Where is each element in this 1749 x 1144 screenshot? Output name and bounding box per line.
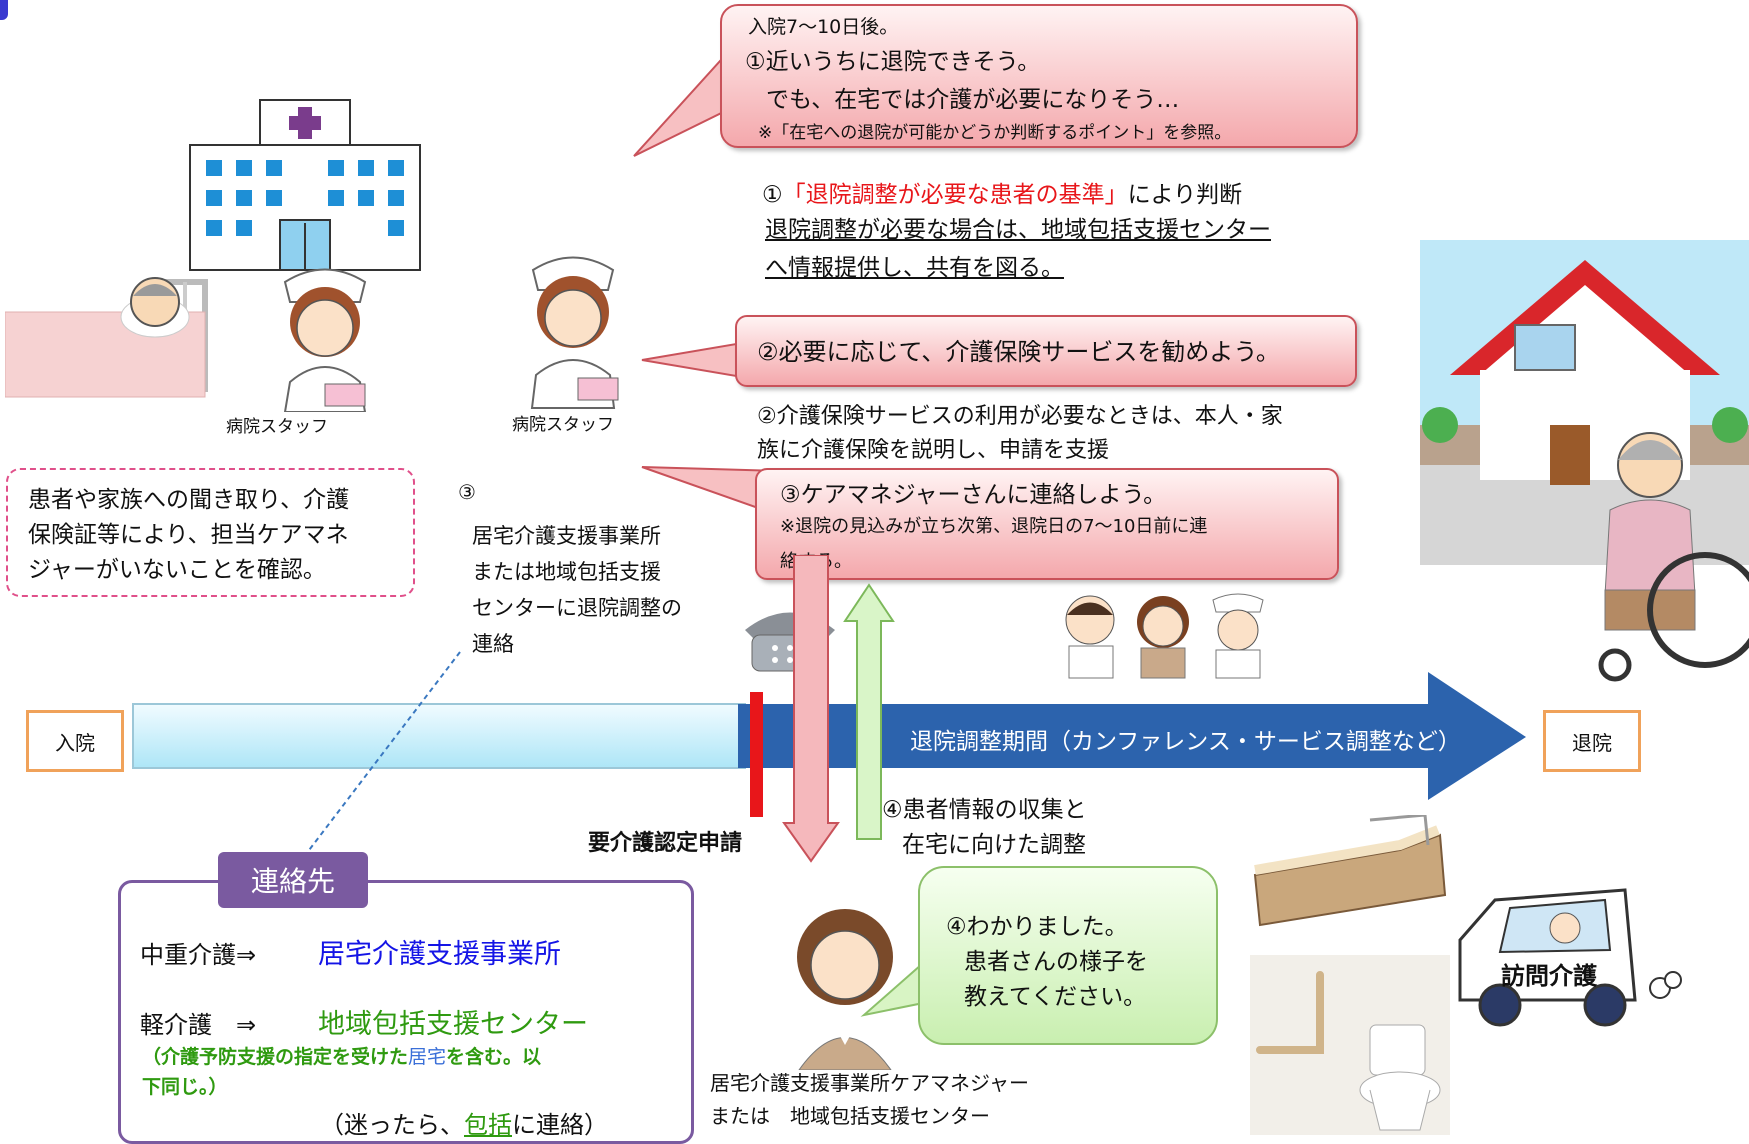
criteria-highlight: 「退院調整が必要な患者の基準」	[782, 182, 1128, 208]
contact-row1-value: 居宅介護支援事業所	[318, 939, 561, 970]
contact-title: 連絡先	[218, 852, 368, 908]
connector-line	[299, 651, 461, 863]
caremanager-label-line1: 居宅介護支援事業所ケアマネジャー	[710, 1071, 1029, 1095]
criteria-line1: ①「退院調整が必要な患者の基準」により判断	[762, 175, 1242, 209]
timeline-period-label: 退院調整期間（カンファレンス・サービス調整など）	[910, 729, 1461, 755]
check-line3: ジャーがいないことを確認。	[28, 557, 326, 583]
caremanager-label-line2: または 地域包括支援センター	[710, 1104, 990, 1128]
nurse-icon	[283, 268, 367, 412]
contact-row1-label: 中重介護⇒	[140, 941, 257, 969]
staff-label-left: 病院スタッフ	[226, 417, 328, 437]
bubble4-line1: ④わかりました。	[946, 914, 1128, 940]
contact-note-line2: 下同じ。）	[142, 1076, 228, 1098]
step3-line2: または地域包括支援	[472, 560, 661, 584]
house-icon	[1420, 240, 1749, 565]
contact-footer-a: （迷ったら、	[320, 1111, 464, 1139]
application-label: 要介護認定申請	[588, 831, 743, 856]
step3-line1: 居宅介護支援事業所	[472, 524, 661, 548]
caremanager-icon	[797, 909, 893, 1070]
bubble3-note-line1: ※退院の見込みが立ち次第、退院日の7～10日前に連	[780, 516, 1208, 537]
criteria-line3: へ情報提供し、共有を図る。	[765, 255, 1064, 281]
criteria-line2: 退院調整が必要な場合は、地域包括支援センター	[765, 217, 1271, 243]
step4-line1: ④患者情報の収集と	[882, 797, 1087, 823]
patient-in-bed-icon	[5, 277, 208, 398]
application-marker	[750, 692, 763, 817]
bubble2-text: ②必要に応じて、介護保険サービスを勧めよう。	[757, 338, 1280, 366]
contact-note-c: を含む。以	[446, 1046, 542, 1068]
bubble-admission-note	[720, 4, 1358, 148]
bubble-caremanager-reply	[918, 866, 1218, 1045]
toilet-handrail-icon	[1250, 955, 1450, 1135]
bubble1-line3: でも、在宅では介護が必要になりそう…	[766, 87, 1180, 113]
contact-footer-b: 包括	[464, 1111, 512, 1139]
bubble1-line2: ①近いうちに退院できそう。	[745, 49, 1041, 75]
step4-line2: 在宅に向けた調整	[902, 832, 1086, 858]
contact-footer: （迷ったら、包括に連絡）	[320, 1105, 608, 1140]
check-line2: 保険証等により、担当ケアマネ	[28, 522, 349, 548]
bubble2-tail	[641, 340, 749, 380]
contact-row2-label: 軽介護 ⇒	[140, 1011, 257, 1039]
check-line1: 患者や家族への聞き取り、介護	[28, 487, 350, 513]
explain2-line1: ②介護保険サービスの利用が必要なときは、本人・家	[757, 404, 1283, 429]
criteria-prefix: ①	[762, 182, 783, 208]
discharge-period-arrow	[738, 672, 1526, 800]
explain2-line2: 族に介護保険を説明し、申請を支援	[757, 438, 1110, 463]
bubble4-line2: 患者さんの様子を	[964, 949, 1148, 975]
timeline-hospital-period	[132, 703, 746, 769]
timeline-start-label: 入院	[26, 710, 124, 772]
step3-num: ③	[458, 480, 476, 504]
care-bed-icon	[1253, 815, 1447, 927]
bubble1-note: ※「在宅への退院が可能かどうか判断するポイント」を参照。	[758, 123, 1232, 143]
timeline-end-label: 退院	[1543, 710, 1641, 772]
bubble1-line1: 入院7～10日後。	[748, 16, 899, 38]
contact-footer-c: に連絡）	[512, 1111, 608, 1139]
up-arrow	[843, 583, 895, 840]
bubble-contact-caremanager	[755, 468, 1339, 580]
contact-note-b: 居宅	[408, 1046, 447, 1068]
contact-note-line1: （介護予防支援の指定を受けた居宅を含む。以	[142, 1042, 541, 1069]
step3-line3: センターに退院調整の	[472, 596, 682, 620]
staff-label-center: 病院スタッフ	[512, 415, 614, 435]
down-arrow	[782, 555, 840, 863]
contact-row2-value: 地域包括支援センター	[318, 1009, 588, 1040]
van-label: 訪問介護	[1501, 962, 1597, 990]
medical-team-icon	[1065, 593, 1264, 679]
bubble4-line3: 教えてください。	[964, 984, 1147, 1010]
bubble3-title: ③ケアマネジャーさんに連絡しよう。	[780, 482, 1167, 508]
step3-line4: 連絡	[472, 632, 514, 656]
check-box	[6, 468, 415, 597]
bubble-recommend-insurance	[735, 315, 1357, 387]
contact-note-a: （介護予防支援の指定を受けた	[142, 1046, 409, 1068]
hospital-icon	[189, 99, 421, 271]
elderly-wheelchair-icon	[1598, 432, 1749, 682]
home-care-van-icon	[1458, 888, 1682, 1027]
corner-marker	[0, 0, 8, 20]
nurse-icon	[530, 256, 619, 409]
criteria-suffix: により判断	[1127, 182, 1243, 208]
